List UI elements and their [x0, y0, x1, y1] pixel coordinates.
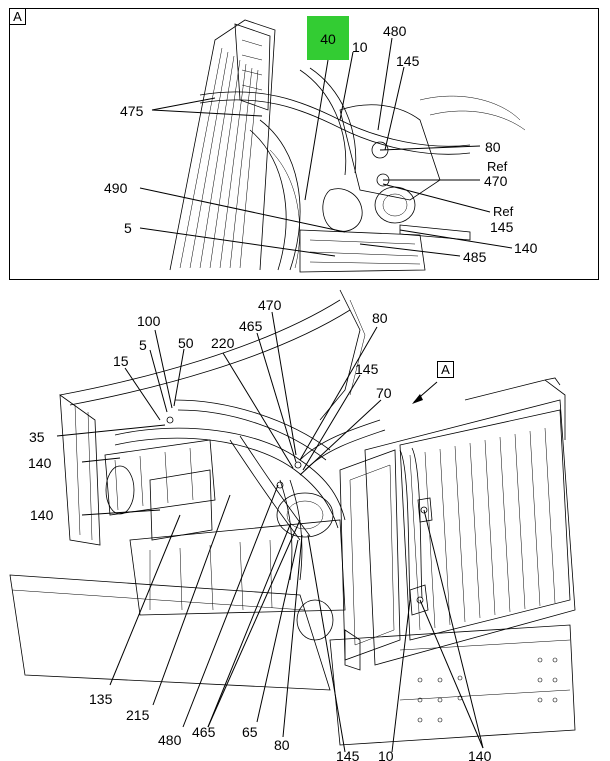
main-callout-465[interactable]: 465 [239, 318, 263, 334]
main-artwork [9, 289, 576, 746]
detail-callout-80[interactable]: 80 [485, 139, 501, 155]
main-callout-80-bottom[interactable]: 80 [274, 737, 290, 753]
detail-frame [9, 8, 599, 280]
detail-tag-label: A [13, 9, 22, 24]
highlight-box [307, 16, 349, 60]
main-callout-140-upper[interactable]: 140 [28, 455, 52, 471]
main-callout-220[interactable]: 220 [211, 335, 235, 351]
detail-callout-5[interactable]: 5 [124, 220, 132, 236]
detail-a-panel: A 40 [9, 8, 599, 280]
main-callout-50[interactable]: 50 [178, 335, 194, 351]
detail-callout-140[interactable]: 140 [514, 240, 538, 256]
main-callout-10[interactable]: 10 [378, 748, 394, 761]
main-callout-80[interactable]: 80 [372, 310, 388, 326]
detail-callout-145[interactable]: 145 [396, 53, 420, 69]
main-callout-465-bottom[interactable]: 465 [192, 724, 216, 740]
detail-tag-box [9, 8, 26, 25]
main-leaders [56, 311, 484, 753]
view-arrow-head [412, 394, 423, 404]
detail-callout-470[interactable]: 470 [484, 173, 508, 189]
main-callout-65[interactable]: 65 [242, 724, 258, 740]
main-callout-215[interactable]: 215 [126, 707, 150, 723]
main-callout-70[interactable]: 70 [376, 385, 392, 401]
detail-callout-ref-1: Ref [487, 159, 508, 174]
main-callout-5[interactable]: 5 [139, 337, 147, 353]
detail-callout-ref-2: Ref [493, 204, 514, 219]
main-callout-100[interactable]: 100 [137, 313, 161, 329]
main-callout-15[interactable]: 15 [113, 353, 129, 369]
detail-callout-480[interactable]: 480 [383, 23, 407, 39]
detail-callout-485[interactable]: 485 [463, 249, 487, 265]
main-callout-145[interactable]: 145 [355, 361, 379, 377]
view-tag-label: A [441, 362, 450, 377]
main-callout-145-bottom[interactable]: 145 [336, 748, 360, 761]
main-callout-140-lower[interactable]: 140 [30, 507, 54, 523]
detail-callout-145-ref[interactable]: 145 [490, 219, 514, 235]
main-view: A [9, 289, 576, 761]
highlight-label[interactable]: 40 [320, 31, 336, 47]
detail-callout-490[interactable]: 490 [104, 180, 128, 196]
view-tag-box [437, 361, 454, 378]
detail-artwork [169, 19, 526, 273]
main-callout-135[interactable]: 135 [89, 691, 113, 707]
main-callout-35[interactable]: 35 [29, 429, 45, 445]
detail-leaders [139, 37, 513, 257]
detail-callout-475[interactable]: 475 [120, 103, 144, 119]
main-callout-140-bottom[interactable]: 140 [468, 748, 492, 761]
main-callout-480[interactable]: 480 [158, 732, 182, 748]
detail-callout-10[interactable]: 10 [352, 39, 368, 55]
main-callout-470[interactable]: 470 [258, 297, 282, 313]
